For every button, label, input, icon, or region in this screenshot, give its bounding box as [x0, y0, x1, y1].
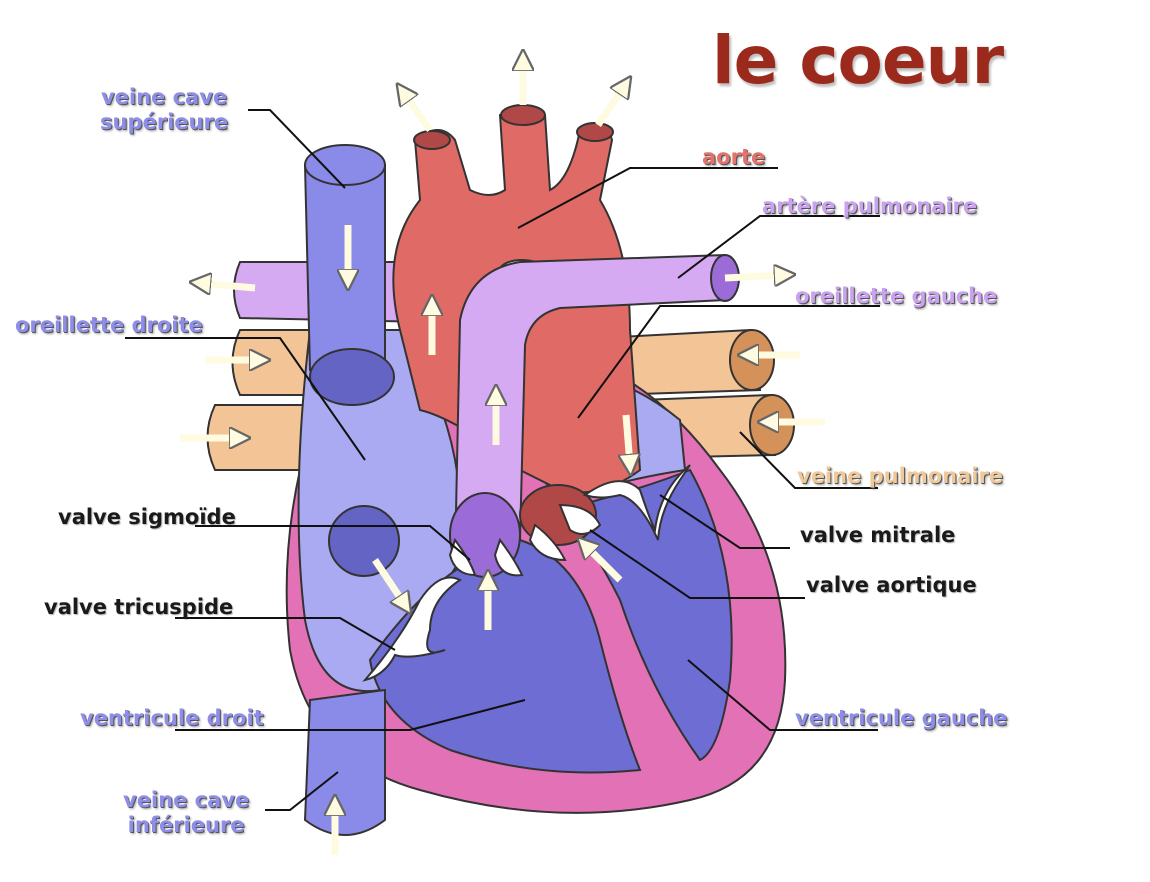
label-oreillette-gauche: oreillette gauche [795, 284, 998, 308]
leader-lines [125, 109, 880, 811]
label-veine-cave-inferieure: veine cave inférieure [123, 788, 249, 838]
label-artere-pulmonaire: artère pulmonaire [762, 194, 978, 218]
label-valve-sigmoide: valve sigmoïde [58, 505, 236, 529]
label-aorte: aorte [702, 145, 766, 169]
inferior-vena-cava [303, 688, 386, 836]
blood-flow-arrows [180, 60, 825, 855]
mitral-valve [582, 464, 691, 541]
label-valve-aortique: valve aortique [806, 573, 977, 597]
label-veine-pulmonaire: veine pulmonaire [797, 464, 1004, 488]
label-ventricule-gauche: ventricule gauche [795, 706, 1008, 730]
label-line: inférieure [127, 813, 245, 837]
page-title: le coeur [712, 22, 1004, 99]
label-line: supérieure [100, 110, 229, 134]
aortic-valve [519, 484, 602, 562]
pulmonary-valve [448, 492, 524, 578]
label-ventricule-droit: ventricule droit [80, 706, 264, 730]
label-valve-mitrale: valve mitrale [800, 523, 956, 547]
tricuspid-valve [362, 576, 462, 682]
label-line: veine cave [123, 788, 250, 812]
label-veine-cave-superieure: veine cave supérieure [100, 85, 228, 135]
label-line: veine cave [100, 85, 228, 109]
label-valve-tricuspide: valve tricuspide [44, 595, 234, 619]
label-oreillette-droite: oreillette droite [15, 313, 203, 337]
